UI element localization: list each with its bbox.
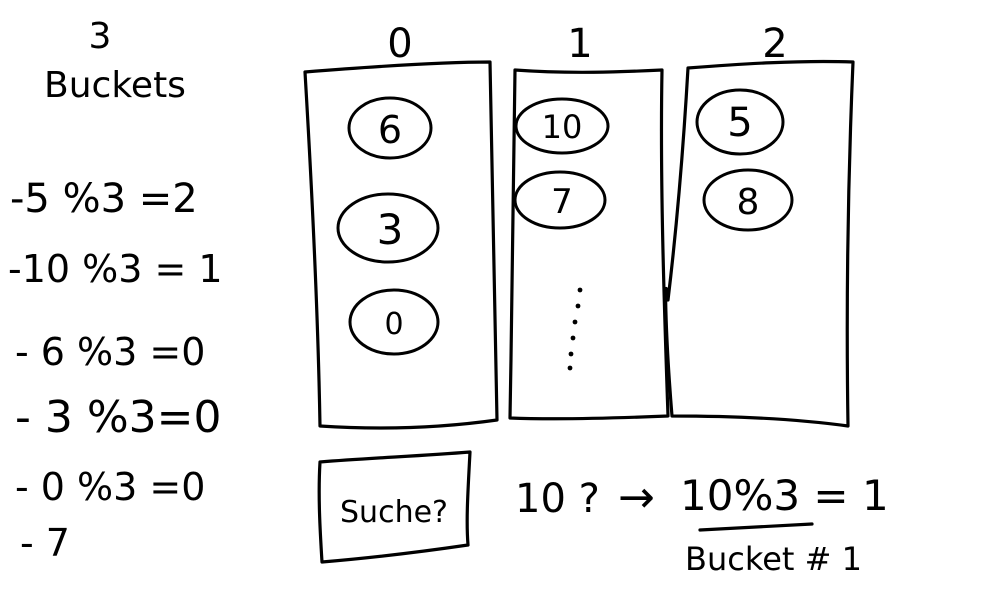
svg-text:3: 3 <box>377 205 404 254</box>
bucket-index-0: 0 <box>387 21 412 67</box>
search-result: 10%3 = 1 <box>680 471 889 520</box>
bucket-2: 5 8 <box>664 59 855 428</box>
search-label: Suche? <box>340 495 448 530</box>
bucket-index-2: 2 <box>762 21 787 67</box>
search-box: Suche? <box>317 450 472 564</box>
bucket-2-outline <box>664 59 855 428</box>
bucket-0: 6 3 0 <box>303 60 499 430</box>
svg-text:6: 6 <box>378 108 402 152</box>
search-box-outline <box>317 450 472 564</box>
modulo-line: - 6 %3 =0 <box>15 330 205 374</box>
bucket-count: 3 <box>89 16 112 57</box>
buckets-title: Buckets <box>44 65 186 106</box>
result-underline <box>698 522 814 532</box>
search-query: 10 ? <box>515 476 600 522</box>
bucket-item: 7 <box>513 170 607 230</box>
svg-text:10: 10 <box>542 108 583 146</box>
bucket-0-outline <box>303 60 499 430</box>
bucket-item: 10 <box>514 97 610 155</box>
modulo-line: -5 %3 =2 <box>10 176 198 222</box>
bucket-item: 0 <box>348 288 440 356</box>
bucket-1-outline <box>508 68 670 421</box>
svg-text:8: 8 <box>737 182 760 223</box>
modulo-line: - 0 %3 =0 <box>15 465 205 509</box>
search-arrow: → <box>618 472 655 523</box>
bucket-item: 6 <box>347 96 433 160</box>
bucket-reference: Bucket # 1 <box>685 540 862 578</box>
modulo-line: -10 %3 = 1 <box>8 247 223 291</box>
bucket-item: 5 <box>695 88 785 156</box>
svg-text:0: 0 <box>384 307 403 342</box>
svg-text:7: 7 <box>551 182 573 222</box>
bucket-index-1: 1 <box>567 21 592 67</box>
bucket-item: 8 <box>702 168 794 232</box>
bucket-ellipsis <box>567 287 583 371</box>
bucket-item: 3 <box>336 192 440 264</box>
svg-text:5: 5 <box>727 100 752 146</box>
bucket-1: 10 7 <box>508 68 670 421</box>
modulo-list: -5 %3 =2 -10 %3 = 1 - 6 %3 =0 - 3 %3=0 -… <box>8 176 223 565</box>
modulo-line: - 7 <box>20 521 70 565</box>
modulo-line: - 3 %3=0 <box>15 392 222 443</box>
